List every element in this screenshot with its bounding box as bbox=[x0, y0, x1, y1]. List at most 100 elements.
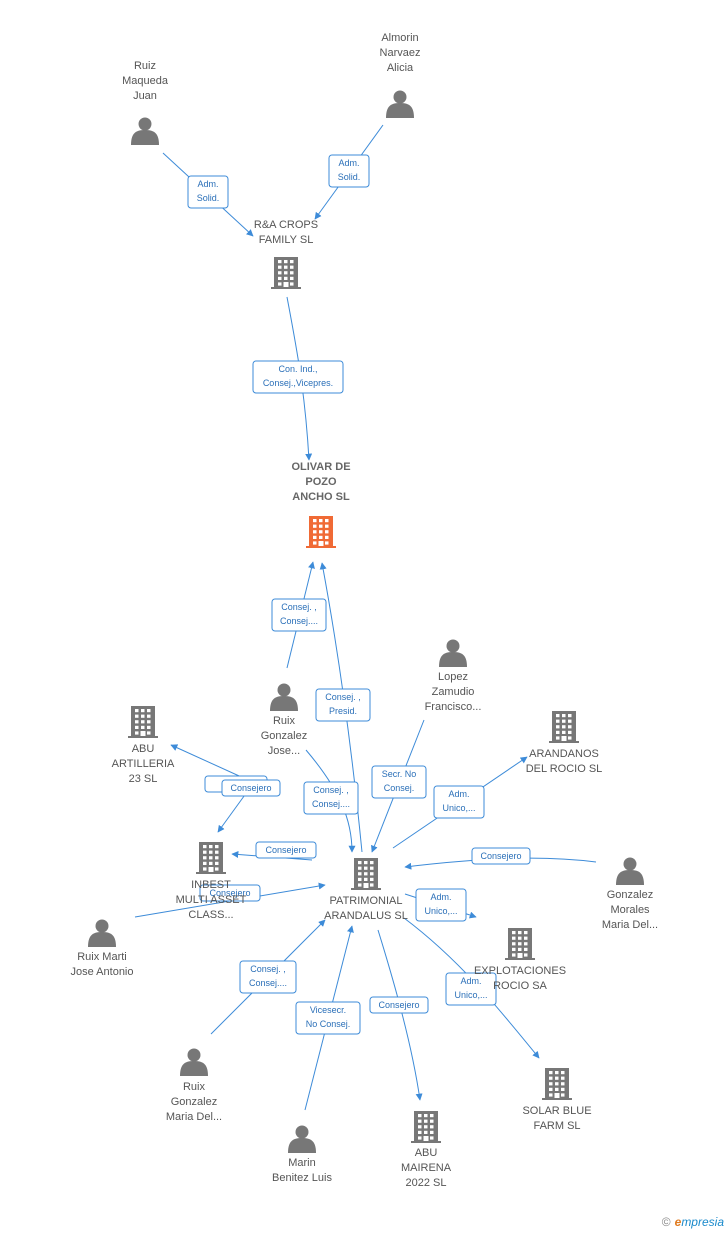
node-label: DEL ROCIO SL bbox=[526, 763, 603, 775]
node-label: CLASS... bbox=[188, 909, 233, 921]
building-icon bbox=[542, 1068, 572, 1100]
edge-label-text: Adm. bbox=[430, 892, 451, 902]
edge-label-text: No Consej. bbox=[306, 1019, 351, 1029]
edge-label-text: Consej. , bbox=[325, 692, 361, 702]
node-label: Zamudio bbox=[432, 686, 475, 698]
edge-label-text: Adm. bbox=[460, 976, 481, 986]
edge-label-box bbox=[315, 688, 371, 722]
node-label: Ruix bbox=[273, 715, 296, 727]
edge-label[interactable]: Adm.Unico,... bbox=[433, 785, 485, 819]
edge-label-text: Unico,... bbox=[442, 803, 475, 813]
edge-label[interactable]: Consejero bbox=[255, 841, 317, 859]
person-icon bbox=[131, 117, 159, 145]
node-lopez-zamudio[interactable]: LopezZamudioFrancisco... bbox=[425, 639, 482, 714]
node-label: Jose... bbox=[268, 745, 300, 757]
edge-label-text: Con. Ind., bbox=[278, 364, 317, 374]
edge-label[interactable]: Adm. Unico,... bbox=[445, 972, 497, 1006]
node-label: MULTI ASSET bbox=[176, 894, 247, 906]
node-label: PATRIMONIAL bbox=[330, 895, 403, 907]
node-label: Maqueda bbox=[122, 75, 169, 87]
edge-label-text: Adm. bbox=[338, 158, 359, 168]
node-label: 2022 SL bbox=[406, 1177, 447, 1189]
node-abu-mairena[interactable]: ABU MAIRENA 2022 SL bbox=[401, 1111, 452, 1189]
node-label: Gonzalez bbox=[261, 730, 307, 742]
edge-label[interactable]: Consej. ,Consej.... bbox=[239, 960, 297, 994]
person-icon bbox=[386, 90, 414, 118]
node-label: INBEST bbox=[191, 879, 231, 891]
node-patrimonial[interactable]: PATRIMONIAL ARANDALUS SL bbox=[324, 858, 408, 922]
edge-label-text: Adm. bbox=[197, 179, 218, 189]
building-icon bbox=[411, 1111, 441, 1143]
edge-label-box bbox=[471, 847, 531, 865]
edge-label[interactable]: Vicesecr. No Consej. bbox=[295, 1001, 361, 1035]
building-icon bbox=[128, 706, 158, 738]
node-label: ABU bbox=[415, 1147, 438, 1159]
edge-label-text: Solid. bbox=[338, 172, 361, 182]
edge-label[interactable]: Adm. Solid. bbox=[328, 154, 370, 188]
node-label: Maria Del... bbox=[166, 1111, 222, 1123]
building-icon bbox=[196, 842, 226, 874]
node-label: Alicia bbox=[387, 62, 414, 74]
edge-label[interactable]: Consej. ,Consej.... bbox=[271, 598, 327, 632]
node-label: ABU bbox=[132, 743, 155, 755]
edge-label[interactable]: Consej. ,Presid. bbox=[315, 688, 371, 722]
edge-label[interactable]: Con. Ind.,Consej.,Vicepres. bbox=[252, 360, 344, 394]
person-icon bbox=[616, 857, 644, 885]
edge-label-text: Consejero bbox=[480, 851, 521, 861]
node-arandanos[interactable]: ARANDANOS DEL ROCIO SL bbox=[526, 711, 603, 775]
node-label: 23 SL bbox=[129, 773, 158, 785]
node-label: ARANDALUS SL bbox=[324, 910, 408, 922]
edge-arrow bbox=[217, 791, 248, 833]
node-label: Ruix bbox=[183, 1081, 206, 1093]
edge-label[interactable]: Consejero bbox=[471, 847, 531, 865]
node-label: Benitez Luis bbox=[272, 1172, 332, 1184]
node-label: Ruiz bbox=[134, 60, 156, 72]
edge-label[interactable]: Consej. ,Consej.... bbox=[303, 781, 359, 815]
node-ruix-gonzalez-jose[interactable]: RuixGonzalezJose... bbox=[261, 683, 307, 758]
edge-label-text: Consejero bbox=[265, 845, 306, 855]
edge-label[interactable]: Adm.Solid. bbox=[187, 175, 229, 209]
node-label: EXPLOTACIONES bbox=[474, 965, 566, 977]
edge bbox=[170, 744, 249, 781]
edge-label-text: Consej.... bbox=[312, 799, 350, 809]
node-label: ARANDANOS bbox=[529, 748, 599, 760]
edge-label[interactable]: Consejero bbox=[369, 996, 429, 1014]
edge-label-text: Consej. bbox=[384, 783, 415, 793]
edge-label-box bbox=[371, 765, 427, 799]
edge-label-text: Consejero bbox=[230, 783, 271, 793]
building-icon bbox=[271, 257, 301, 289]
edge-arrow bbox=[377, 929, 423, 1101]
node-label: ROCIO SA bbox=[493, 980, 547, 992]
person-icon bbox=[88, 919, 116, 947]
node-label: Marin bbox=[288, 1157, 316, 1169]
edge-label[interactable]: Adm.Unico,... bbox=[415, 888, 467, 922]
edge-label-text: Vicesecr. bbox=[310, 1005, 346, 1015]
node-label: Almorin bbox=[381, 32, 418, 44]
person-icon bbox=[180, 1048, 208, 1076]
node-label: Maria Del... bbox=[602, 919, 658, 931]
person-icon bbox=[439, 639, 467, 667]
edge-label[interactable]: Consejero bbox=[199, 884, 261, 902]
node-label: FARM SL bbox=[533, 1120, 580, 1132]
node-inbest[interactable]: INBEST MULTI ASSET CLASS... bbox=[176, 842, 247, 921]
node-explotaciones[interactable]: EXPLOTACIONES ROCIO SA bbox=[474, 928, 566, 992]
node-label: MAIRENA bbox=[401, 1162, 452, 1174]
node-label: POZO bbox=[305, 476, 337, 488]
footer-brand: ©empresia bbox=[662, 1215, 724, 1229]
edge-label[interactable]: Consejero bbox=[221, 779, 281, 797]
node-label: R&A CROPS bbox=[254, 219, 318, 231]
node-label: Lopez bbox=[438, 671, 468, 683]
edge-label-text: Unico,... bbox=[454, 990, 487, 1000]
